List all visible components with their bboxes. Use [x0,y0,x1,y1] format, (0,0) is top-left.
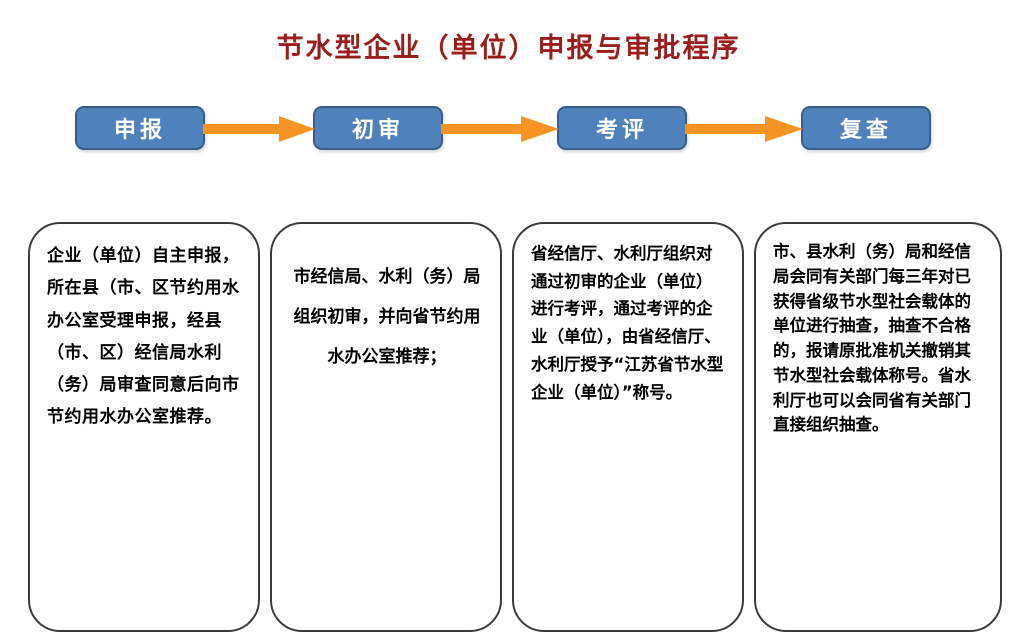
stage-shape-recheck: 复查 [801,106,931,150]
flow-arrow-icon [441,116,559,142]
stage-shape-preliminary-review: 初审 [313,106,443,150]
stage-label: 复查 [839,118,892,143]
flow-arrow-icon [203,116,315,142]
page-title: 节水型企业（单位）申报与审批程序 [276,33,741,64]
stage-label: 申报 [113,118,166,143]
stage-detail-text: 市经信局、水利（务）局组织初审，并向省节约用水办公室推荐； [293,267,481,367]
stage-detail-text: 企业（单位）自主申报，所在县（市、区节约用水办公室受理申报，经县（市、区）经信局… [47,246,240,428]
stage-shape-declare: 申报 [75,106,205,150]
stage-detail-text: 市、县水利（务）局和经信局会同有关部门每三年对已获得省级节水型社会载体的单位进行… [773,242,971,435]
stage-detail-box-declare: 企业（单位）自主申报，所在县（市、区节约用水办公室受理申报，经县（市、区）经信局… [28,222,260,632]
stage-detail-text: 省经信厅、水利厅组织对通过初审的企业（单位）进行考评，通过考评的企业（单位），由… [531,244,724,402]
stage-label: 初审 [351,118,404,143]
stage-detail-box-evaluation: 省经信厅、水利厅组织对通过初审的企业（单位）进行考评，通过考评的企业（单位），由… [512,222,744,632]
flow-arrow-icon [685,116,803,142]
stage-detail-box-recheck: 市、县水利（务）局和经信局会同有关部门每三年对已获得省级节水型社会载体的单位进行… [754,222,1002,632]
stage-detail-box-preliminary-review: 市经信局、水利（务）局组织初审，并向省节约用水办公室推荐； [270,222,502,632]
stage-label: 考评 [595,118,648,143]
stage-shape-evaluation: 考评 [557,106,687,150]
